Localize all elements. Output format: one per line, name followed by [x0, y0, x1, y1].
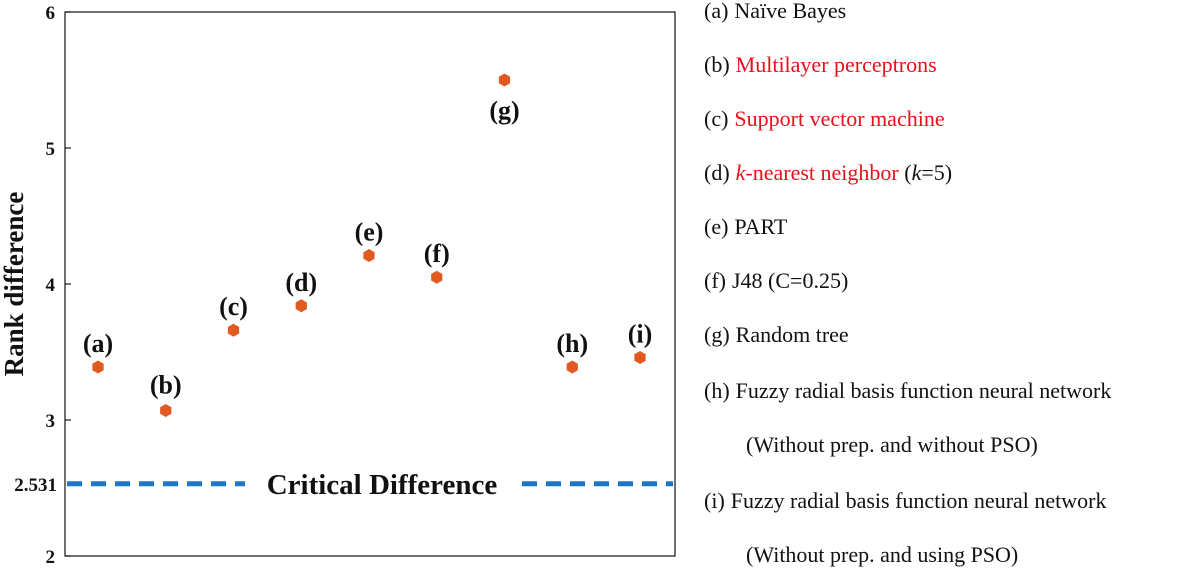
legend-text: Random tree [736, 322, 849, 347]
legend-text-part: Naïve Bayes [734, 0, 847, 23]
legend-key: (b) [704, 52, 730, 77]
critical-difference-label: Critical Difference [267, 469, 498, 501]
data-point-marker [566, 360, 578, 374]
legend-text: Multilayer perceptrons [736, 52, 937, 77]
legend-item: (g)Random tree [704, 322, 849, 348]
data-point-marker [92, 360, 104, 374]
legend-key: (f) [704, 268, 726, 293]
data-point-label: (b) [150, 370, 182, 399]
legend-item: (e)PART [704, 214, 787, 240]
legend-text-part: ( [898, 160, 912, 185]
legend-item: (a)Naïve Bayes [704, 0, 846, 24]
y-tick-label: 6 [46, 3, 56, 24]
legend-text: (Without prep. and without PSO) [746, 432, 1038, 457]
legend-text-part: k [735, 160, 746, 185]
y-axis-ticks: 2 3 4 5 6 [46, 3, 71, 568]
legend: (a)Naïve Bayes(b)Multilayer perceptrons(… [704, 0, 1200, 572]
legend-text: k-nearest neighbor (k=5) [736, 160, 952, 185]
data-point-label: (g) [489, 96, 519, 125]
legend-key: (d) [704, 160, 730, 185]
data-point-marker [363, 248, 375, 262]
legend-text-part: Fuzzy radial basis function neural netwo… [735, 378, 1112, 403]
legend-item: (f) J48 (C=0.25) [704, 268, 848, 294]
data-point-marker [160, 403, 172, 417]
data-point-label: (d) [285, 268, 317, 297]
legend-text-part: PART [734, 214, 788, 239]
critical-difference-value-label: 2.531 [14, 475, 57, 496]
data-point-marker [634, 350, 646, 364]
legend-item: (Without prep. and without PSO) [704, 432, 1038, 458]
legend-text-part: -nearest neighbor [745, 160, 899, 185]
legend-text-part: J48 (C=0.25) [731, 268, 849, 293]
legend-item: (d)k-nearest neighbor (k=5) [704, 160, 952, 186]
data-point-marker [295, 299, 307, 313]
legend-item: (Without prep. and using PSO) [704, 542, 1018, 568]
legend-text-part: =5) [921, 160, 953, 185]
legend-text-part: (Without prep. and using PSO) [746, 542, 1019, 567]
legend-text-part: (Without prep. and without PSO) [746, 432, 1038, 457]
legend-key: (a) [704, 0, 729, 23]
data-point-label: (h) [556, 329, 588, 358]
data-point-label: (e) [355, 217, 384, 246]
data-point-label: (i) [628, 319, 653, 348]
data-point-label: (a) [83, 329, 113, 358]
legend-text: Naïve Bayes [734, 0, 846, 23]
legend-text: PART [734, 214, 787, 239]
legend-item: (b)Multilayer perceptrons [704, 52, 937, 78]
y-tick-label: 3 [46, 411, 56, 432]
legend-text: Fuzzy radial basis function neural netwo… [736, 378, 1112, 403]
data-points: (a) (b) (c) (d) (e) (f) (g) (h) (i) [83, 73, 653, 417]
y-axis-label: Rank difference [0, 192, 29, 377]
legend-text: J48 (C=0.25) [732, 268, 848, 293]
y-tick-label: 5 [46, 139, 56, 160]
legend-key: (i) [704, 488, 725, 513]
legend-text-part: Fuzzy radial basis function neural netwo… [730, 488, 1107, 513]
legend-text-part: Multilayer perceptrons [735, 52, 937, 77]
legend-key: (c) [704, 106, 729, 131]
legend-key: (e) [704, 214, 729, 239]
legend-text: (Without prep. and using PSO) [746, 542, 1018, 567]
legend-text-part: Random tree [735, 322, 849, 347]
legend-text: Support vector machine [734, 106, 944, 131]
scatter-chart: 2 3 4 5 6 Critical Difference 2.531 (a) (b) (c… [0, 3, 676, 568]
legend-item: (i) Fuzzy radial basis function neural ne… [704, 488, 1106, 514]
legend-item: (c)Support vector machine [704, 106, 945, 132]
legend-text-part: Support vector machine [734, 106, 945, 131]
legend-key: (g) [704, 322, 730, 347]
legend-text: Fuzzy radial basis function neural netwo… [731, 488, 1107, 513]
data-point-marker [498, 73, 511, 87]
legend-item: (h)Fuzzy radial basis function neural ne… [704, 378, 1111, 404]
legend-text-part: k [911, 160, 922, 185]
y-tick-label: 2 [46, 547, 56, 568]
data-point-label: (f) [424, 239, 450, 268]
data-point-label: (c) [219, 292, 248, 321]
legend-key: (h) [704, 378, 730, 403]
data-point-marker [227, 323, 240, 337]
data-point-marker [431, 270, 443, 284]
y-tick-label: 4 [46, 275, 56, 296]
